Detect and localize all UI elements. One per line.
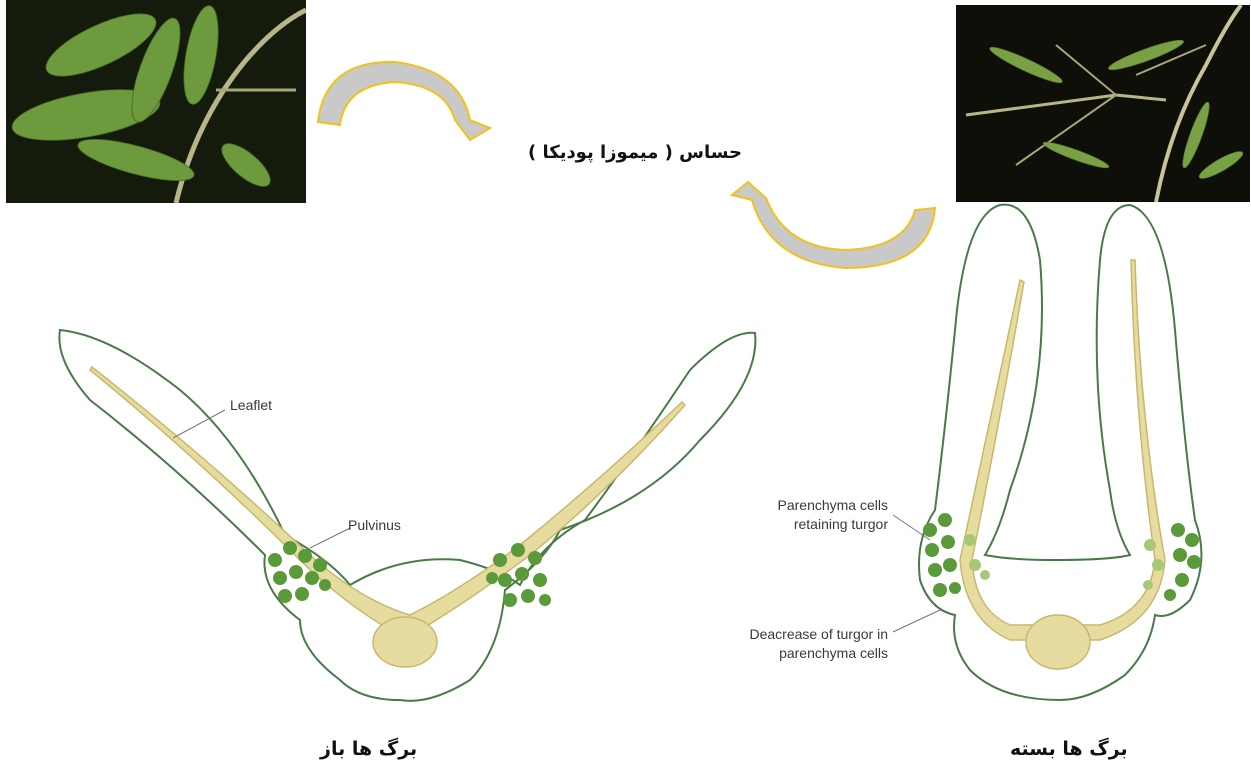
- leaflet-label: Leaflet: [230, 396, 272, 415]
- curved-arrow-icon: [318, 62, 490, 140]
- label-line: parenchyma cells: [712, 644, 888, 663]
- closed-leaves-caption: برگ ها بسته: [1010, 738, 1128, 760]
- parenchyma-turgor-label: Parenchyma cells retaining turgor: [744, 496, 888, 534]
- pulvinus-label: Pulvinus: [348, 516, 401, 535]
- label-line: retaining turgor: [744, 515, 888, 534]
- open-leaf-cross-section: [59, 330, 755, 701]
- turgor-decrease-label: Deacrease of turgor in parenchyma cells: [712, 625, 888, 663]
- label-line: Deacrease of turgor in: [712, 625, 888, 644]
- open-leaves-caption: برگ ها باز: [320, 738, 417, 760]
- closed-leaf-cross-section: [893, 205, 1201, 700]
- page-title: حساس ( میموزا پودیکا ): [485, 142, 785, 163]
- curved-arrow-icon: [732, 182, 935, 268]
- label-line: Parenchyma cells: [744, 496, 888, 515]
